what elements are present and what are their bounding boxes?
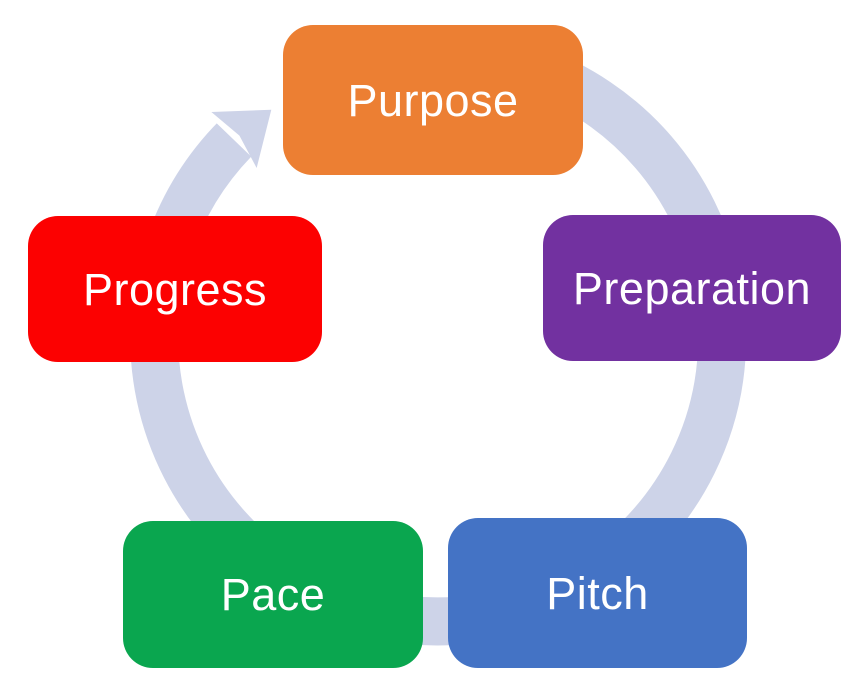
- cycle-arrowhead-icon: [211, 109, 272, 168]
- node-pace-label: Pace: [220, 569, 326, 620]
- node-purpose: Purpose: [283, 25, 583, 175]
- node-progress-label: Progress: [82, 263, 268, 315]
- node-purpose-label: Purpose: [347, 74, 519, 126]
- node-pitch: Pitch: [448, 518, 747, 668]
- node-pace: Pace: [123, 521, 423, 668]
- node-pitch-label: Pitch: [546, 567, 649, 619]
- node-preparation: Preparation: [543, 215, 841, 361]
- node-preparation-label: Preparation: [572, 262, 812, 314]
- node-progress: Progress: [28, 216, 322, 362]
